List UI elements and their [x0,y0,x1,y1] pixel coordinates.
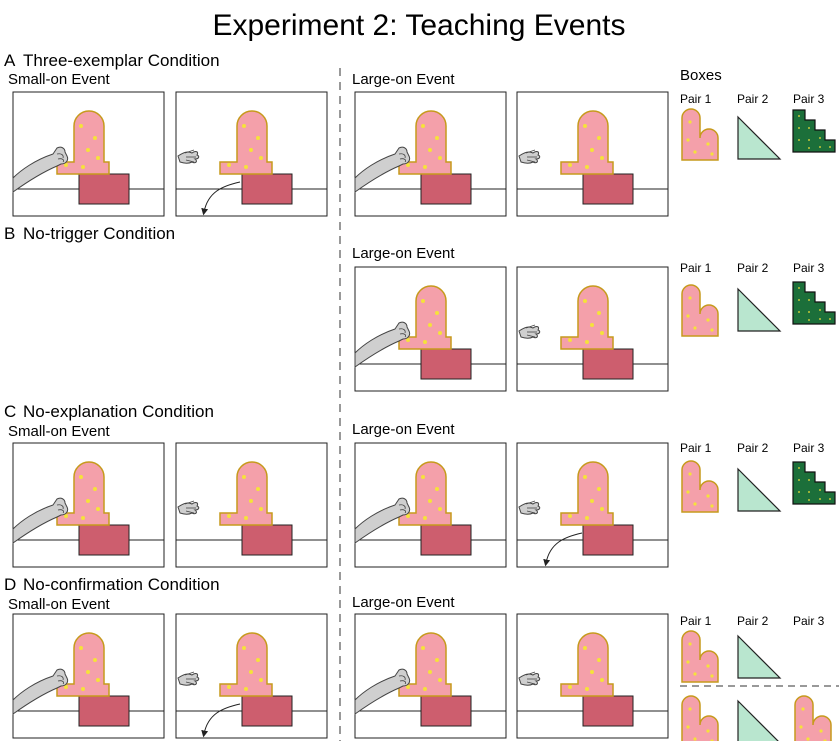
section-a-large-on-label: Large-on Event [352,71,455,88]
section-b-pair-2: Pair 2 [737,261,769,275]
section-a-pair-1: Pair 1 [680,92,712,106]
staircase-box-icon [792,461,836,505]
section-b-pair-3: Pair 3 [793,261,825,275]
section-a-large-on-panel-2 [517,92,668,216]
figure-title: Experiment 2: Teaching Events [212,9,625,42]
section-a-small-on-panel-1 [13,92,164,216]
section-d-pair-1: Pair 1 [680,614,712,628]
section-c-small-on-label: Small-on Event [8,423,111,440]
section-a-small-on-panel-2 [176,92,327,216]
section-b-letter: B [4,224,15,243]
section-d-letter: D [4,575,16,594]
staircase-box-icon [792,281,836,325]
section-c-pair-2: Pair 2 [737,441,769,455]
triangle-box-icon [737,468,781,512]
fall-arrow [543,532,583,567]
section-c-pair-3: Pair 3 [793,441,825,455]
section-c-pair-1: Pair 1 [680,441,712,455]
section-c-large-on-panel-2 [517,443,668,567]
triangle-box-icon [737,116,781,160]
section-a-small-on-label: Small-on Event [8,71,111,88]
pink-box-icon [681,695,719,741]
section-a-letter: A [4,51,16,70]
section-c-small-on-panel-1 [13,443,164,567]
section-b-large-on-label: Large-on Event [352,245,455,262]
section-c-label: No-explanation Condition [23,402,214,421]
section-a-pair-2: Pair 2 [737,92,769,106]
pink-box-icon [794,695,832,741]
section-d-small-on-label: Small-on Event [8,596,111,613]
section-b-large-on-panel-1 [355,267,506,391]
staircase-box-icon [792,109,836,153]
section-d-pair-2: Pair 2 [737,614,769,628]
section-a-pair-3: Pair 3 [793,92,825,106]
section-d-pair-3: Pair 3 [793,614,825,628]
section-d-small-on-panel-2 [176,614,327,738]
section-d-small-on-panel-1 [13,614,164,738]
section-a-large-on-panel-1 [355,92,506,216]
section-d-large-on-label: Large-on Event [352,594,455,611]
section-c-letter: C [4,402,16,421]
boxes-heading: Boxes [680,67,722,84]
section-d-large-on-panel-1 [355,614,506,738]
fall-arrow [201,181,241,216]
section-b-pair-1: Pair 1 [680,261,712,275]
section-c-small-on-panel-2 [176,443,327,567]
triangle-box-icon [737,288,781,332]
pink-box-icon [681,108,719,161]
section-b-large-on-panel-2 [517,267,668,391]
section-a-label: Three-exemplar Condition [23,51,220,70]
triangle-box-icon [737,700,781,741]
pink-box-icon [681,460,719,513]
triangle-box-icon [737,635,781,679]
fall-arrow [201,703,241,738]
section-c-large-on-panel-1 [355,443,506,567]
section-c-large-on-label: Large-on Event [352,421,455,438]
pink-box-icon [681,630,719,683]
section-b-label: No-trigger Condition [23,224,175,243]
pink-box-icon [681,284,719,337]
section-d-large-on-panel-2 [517,614,668,738]
section-d-label: No-confirmation Condition [23,575,220,594]
